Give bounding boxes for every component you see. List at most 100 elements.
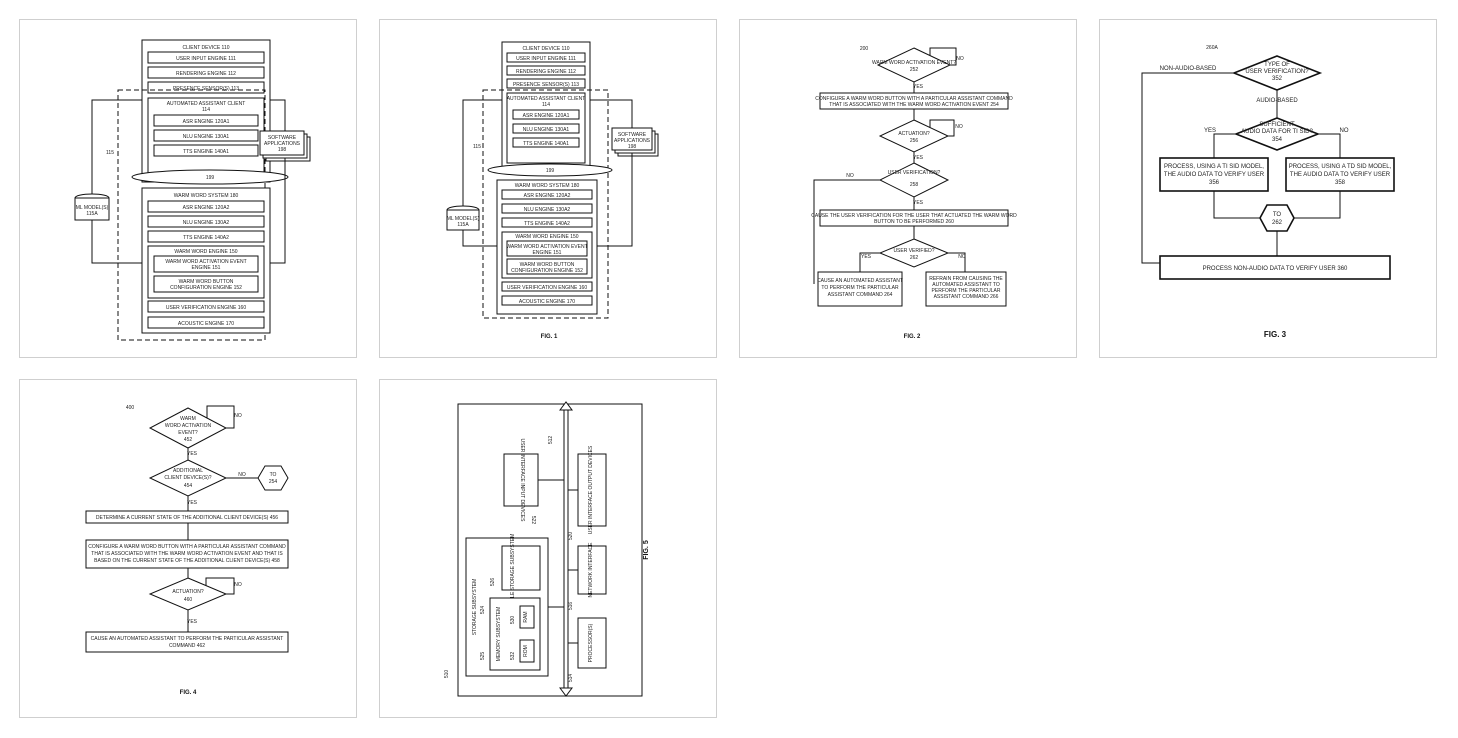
file-storage-box [501,545,541,591]
connector-ml-warmword [91,220,142,264]
decision-type-label2: USER VERIFICATION? [1245,69,1309,75]
ref-115: 115 [473,144,481,150]
decision-actuation-num: 256 [910,138,919,144]
button-config-engine-label2: CONFIGURATION ENGINE 152 [511,268,583,274]
figure-2-flowchart: 200 WARM WORD ACTIVATION EVENT? 252 NO Y… [811,46,1017,340]
no-label-4: NO [958,254,966,260]
loop-no-1 [929,47,957,66]
user-input-engine-box [147,51,265,64]
processors-box [577,617,607,669]
step-ti-sid-label2: THE AUDIO DATA TO VERIFY USER [1164,172,1265,178]
ref-200: 200 [860,46,869,52]
client-device-label: CLIENT DEVICE 110 [522,46,569,52]
tts-engine2-box [501,217,593,228]
yes-label-3: YES [187,619,198,625]
decision-additional-label2: CLIENT DEVICE(S)? [164,475,211,481]
step-refrain [925,271,1007,307]
yes-label-2: YES [913,155,924,161]
dashed-boundary [482,89,609,319]
decision-user-verification-label: USER VERIFICATION? [888,170,941,176]
ml-models-num: 115A [86,211,98,217]
yes-label-1: YES [913,84,924,90]
connector-client-ml [462,99,502,206]
connector-apps-warmword [270,158,286,264]
bus-label: 512 [548,436,554,445]
figure-5-thumbnail[interactable]: 510 512 USER INTERFACE INPUT DEVICES 522… [379,379,717,718]
nlu-engine-label: NLU ENGINE 130A1 [523,127,570,133]
decision-actuation-label: ACTUATION? [172,589,204,595]
network-cloud [487,163,613,177]
loop-no-1 [206,405,235,429]
figure-4-flowchart: 400 WARM WORD ACTIVATION EVENT? 452 NO Y… [85,405,289,696]
tts-engine2-label: TTS ENGINE 140A2 [524,221,570,227]
decision-user-verification-num: 258 [910,182,919,188]
decision-activation-event-num: 252 [910,67,919,73]
branch-non-audio [1141,72,1234,264]
assistant-client-label: AUTOMATED ASSISTANT CLIENT [167,101,246,107]
user-input-engine-label: USER INPUT ENGINE 111 [516,56,576,62]
to-label: TO [1273,212,1282,218]
acoustic-engine-label: ACOUSTIC ENGINE 170 [519,299,575,305]
software-apps-label2: APPLICATIONS [264,141,301,147]
tts-engine-label: TTS ENGINE 140A1 [523,141,569,147]
nlu-engine-label: NLU ENGINE 130A1 [183,134,230,140]
figure-caption: FIG. 3 [1264,330,1287,339]
figure-1a-thumbnail[interactable]: CLIENT DEVICE 110 USER INPUT ENGINE 111 … [19,19,357,358]
warm-word-engine-label: WARM WORD ENGINE 150 [174,249,237,255]
step-perform-command-label3: ASSISTANT COMMAND 264 [828,292,893,298]
step-refrain-label4: ASSISTANT COMMAND 266 [934,294,999,300]
branch-yes-4 [859,252,880,272]
step-configure-button-label2: THAT IS ASSOCIATED WITH THE WARM WORD AC… [91,551,283,557]
figure-1-thumbnail[interactable]: CLIENT DEVICE 110 USER INPUT ENGINE 111 … [379,19,717,358]
file-storage-num: 526 [490,578,496,587]
rendering-engine-label: RENDERING ENGINE 112 [516,69,576,75]
button-config-engine-label: WARM WORD BUTTON [520,262,575,268]
figure-3-thumbnail[interactable]: 260A TYPE OF USER VERIFICATION? 352 NON-… [1099,19,1437,358]
connector-to-262 [1259,204,1295,232]
figure-caption: FIG. 4 [180,690,197,696]
decision-user-verification [878,162,950,198]
figure-caption: FIG. 5 [643,540,650,560]
step-configure-button-label3: BASED ON THE CURRENT STATE OF THE ADDITI… [94,558,280,564]
warm-word-engine-label: WARM WORD ENGINE 150 [515,234,578,240]
asr-engine-box [512,109,580,120]
user-input-engine-label: USER INPUT ENGINE 111 [176,56,236,62]
step-perform-command [817,271,903,307]
asr-engine-label: ASR ENGINE 120A1 [183,119,230,125]
ml-models-num: 115A [457,222,469,228]
step-perform-command [85,631,289,653]
step-non-audio-label: PROCESS NON-AUDIO DATA TO VERIFY USER 36… [1203,266,1348,272]
warm-word-system-label: WARM WORD SYSTEM 180 [174,193,239,199]
ram-box [519,605,535,629]
decision-actuation-num: 460 [184,597,193,603]
rendering-engine-box [147,66,265,79]
audio-label: AUDIO-BASED [1256,98,1298,104]
rendering-engine-box [506,65,586,76]
asr-engine2-box [501,189,593,200]
software-apps-label2: APPLICATIONS [614,138,651,144]
decision-sufficient-label2: AUDIO DATA FOR TI SID? [1241,129,1313,135]
activation-event-engine-label: WARM WORD ACTIVATION EVENT [506,244,587,250]
tts-engine2-box [147,230,265,243]
step-ti-sid [1159,157,1269,192]
no-label-3: NO [846,173,854,179]
figure-5-diagram: 510 512 USER INTERFACE INPUT DEVICES 522… [444,401,650,697]
yes-label: YES [1204,128,1216,134]
decision-activation-label3: EVENT? [178,430,198,436]
no-label-3: NO [234,582,242,588]
bus-arrow-bottom [559,687,573,697]
to-label: TO [270,472,277,478]
step-td-sid [1285,157,1395,192]
connector-client-apps [270,99,286,131]
ui-input-devices-box [503,453,539,507]
figure-2-thumbnail[interactable]: 200 WARM WORD ACTIVATION EVENT? 252 NO Y… [739,19,1077,358]
connector-client-ml [91,99,142,194]
rom-num: 532 [510,652,516,661]
tts-engine-box [512,137,580,148]
software-apps-num: 198 [278,147,287,153]
branch-no-3 [813,179,880,284]
connector-ml-warmword [462,230,497,247]
activation-event-engine-label: WARM WORD ACTIVATION EVENT [165,259,246,265]
rendering-engine-label: RENDERING ENGINE 112 [176,71,236,77]
figure-4-thumbnail[interactable]: 400 WARM WORD ACTIVATION EVENT? 452 NO Y… [19,379,357,718]
